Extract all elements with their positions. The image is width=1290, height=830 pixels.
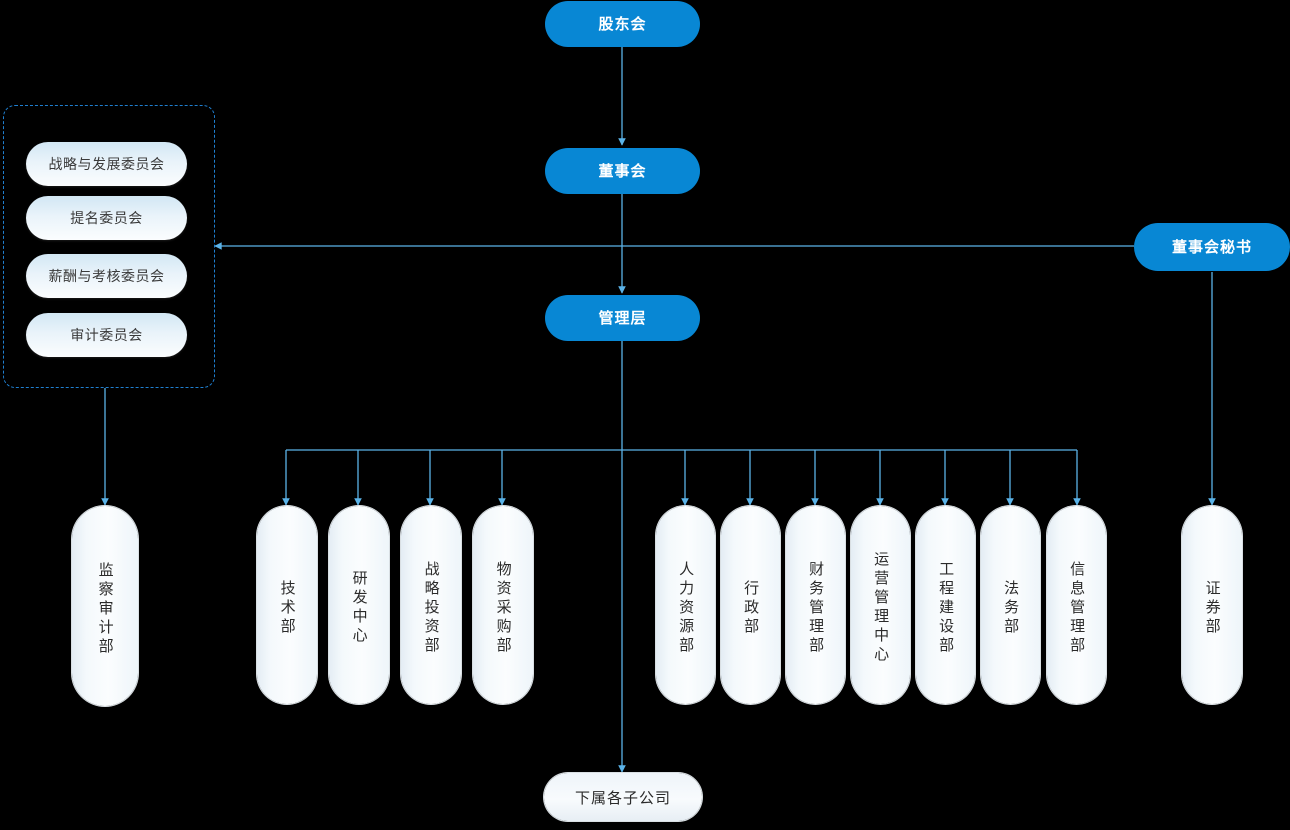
committee-item-audit[interactable]: 审计委员会 [26, 313, 187, 357]
department-label: 工程建设部 [937, 560, 956, 656]
department-label: 监察审计部 [96, 561, 115, 657]
department-label: 物资采购部 [494, 560, 513, 656]
node-subsidiaries-label: 下属各子公司 [574, 788, 671, 807]
department-label: 战略投资部 [422, 560, 441, 656]
committee-label: 战略与发展委员会 [48, 157, 165, 173]
node-shareholders-label: 股东会 [598, 14, 647, 33]
node-management[interactable]: 管理层 [545, 295, 700, 341]
node-board-of-directors[interactable]: 董事会 [545, 148, 700, 194]
department-human-resources[interactable]: 人力资源部 [656, 506, 715, 704]
department-engineering-construction[interactable]: 工程建设部 [916, 506, 975, 704]
department-technology[interactable]: 技术部 [257, 506, 317, 704]
node-board-secretary-label: 董事会秘书 [1171, 237, 1252, 256]
department-materials-procurement[interactable]: 物资采购部 [473, 506, 533, 704]
department-strategic-investment[interactable]: 战略投资部 [401, 506, 461, 704]
department-label: 法务部 [1002, 579, 1021, 637]
department-supervision-audit[interactable]: 监察审计部 [72, 506, 138, 706]
committee-item-nomination[interactable]: 提名委员会 [26, 196, 187, 240]
node-board-secretary[interactable]: 董事会秘书 [1134, 223, 1290, 271]
department-information-management[interactable]: 信息管理部 [1047, 506, 1106, 704]
node-board-label: 董事会 [598, 161, 647, 180]
node-subsidiaries[interactable]: 下属各子公司 [544, 773, 702, 821]
department-label: 技术部 [278, 579, 297, 637]
department-securities[interactable]: 证券部 [1182, 506, 1242, 704]
committee-item-remuneration-appraisal[interactable]: 薪酬与考核委员会 [26, 254, 187, 298]
department-financial-management[interactable]: 财务管理部 [786, 506, 845, 704]
department-label: 行政部 [742, 579, 761, 637]
committee-item-strategy-development[interactable]: 战略与发展委员会 [26, 142, 187, 186]
department-rnd-center[interactable]: 研发中心 [329, 506, 389, 704]
department-label: 证券部 [1203, 579, 1222, 637]
department-label: 运营管理中心 [872, 551, 891, 665]
node-management-label: 管理层 [598, 308, 647, 327]
department-label: 财务管理部 [807, 560, 826, 656]
committee-label: 薪酬与考核委员会 [48, 269, 165, 285]
department-legal-affairs[interactable]: 法务部 [981, 506, 1040, 704]
department-operations-management-center[interactable]: 运营管理中心 [851, 506, 910, 704]
committee-label: 审计委员会 [70, 328, 143, 344]
committee-label: 提名委员会 [70, 211, 143, 227]
department-label: 研发中心 [350, 570, 369, 646]
department-label: 信息管理部 [1068, 560, 1087, 656]
department-administration[interactable]: 行政部 [721, 506, 780, 704]
department-label: 人力资源部 [677, 560, 696, 656]
node-shareholders-meeting[interactable]: 股东会 [545, 1, 700, 47]
